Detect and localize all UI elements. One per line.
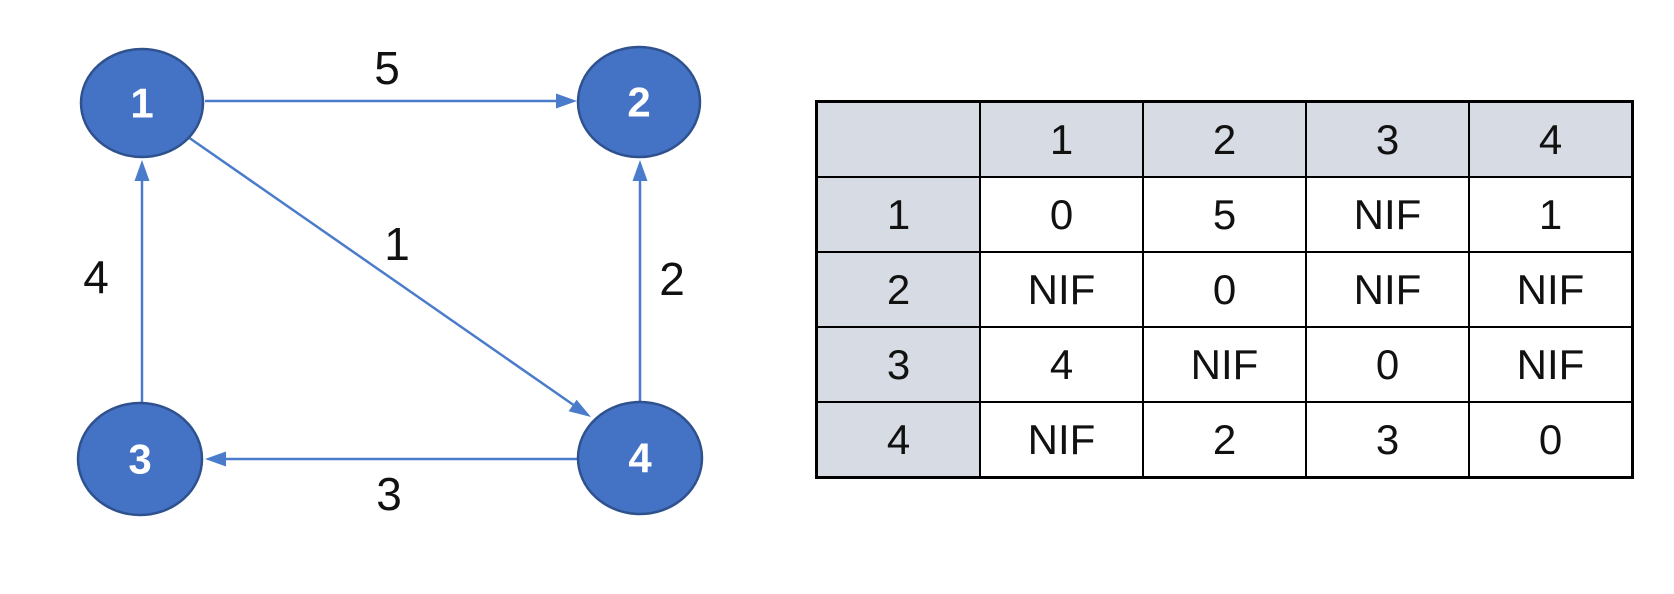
matrix-col-header-2: 2 [1142, 100, 1307, 178]
matrix-row-2: 2 NIF 0 NIF NIF [815, 251, 1634, 328]
edge-weight-1-2: 5 [374, 42, 400, 94]
matrix-row-header-3: 3 [815, 326, 981, 403]
arrowhead-icon [556, 93, 577, 109]
edge-1-to-4 [187, 135, 591, 417]
node-1-label: 1 [130, 80, 153, 127]
adjacency-matrix-table: 1 2 3 4 1 0 5 NIF 1 2 NIF 0 NIF NIF 3 4 … [815, 100, 1634, 479]
matrix-cell-1-2: 5 [1142, 176, 1307, 253]
edge-3-to-1 [134, 160, 150, 402]
matrix-cell-4-3: 3 [1305, 401, 1470, 479]
graph-node-4: 4 [576, 400, 704, 516]
matrix-cell-1-1: 0 [979, 176, 1144, 253]
arrowhead-icon [632, 160, 648, 181]
graph-node-2: 2 [576, 45, 702, 159]
matrix-col-header-3: 3 [1305, 100, 1470, 178]
matrix-header-row: 1 2 3 4 [815, 100, 1634, 178]
arrowhead-icon [568, 399, 591, 417]
matrix-row-4: 4 NIF 2 3 0 [815, 401, 1634, 479]
matrix-row-header-2: 2 [815, 251, 981, 328]
edge-4-to-3 [205, 451, 577, 467]
matrix-cell-3-4: NIF [1468, 326, 1634, 403]
matrix-corner-cell [815, 100, 981, 178]
matrix-col-header-4: 4 [1468, 100, 1634, 178]
matrix-cell-2-3: NIF [1305, 251, 1470, 328]
edge-4-to-2 [632, 160, 648, 401]
graph-node-1: 1 [79, 47, 205, 159]
matrix-cell-3-3: 0 [1305, 326, 1470, 403]
edge-weight-4-3: 3 [376, 468, 402, 520]
node-2-label: 2 [627, 79, 650, 126]
matrix-col-header-1: 1 [979, 100, 1144, 178]
weighted-digraph-diagram: 5 4 1 2 3 1 2 3 4 [76, 42, 704, 520]
matrix-cell-3-2: NIF [1142, 326, 1307, 403]
matrix-cell-4-1: NIF [979, 401, 1144, 479]
matrix-row-1: 1 0 5 NIF 1 [815, 176, 1634, 253]
edge-1-to-2 [205, 93, 577, 109]
matrix-cell-2-2: 0 [1142, 251, 1307, 328]
matrix-cell-1-4: 1 [1468, 176, 1634, 253]
matrix-row-3: 3 4 NIF 0 NIF [815, 326, 1634, 403]
arrowhead-icon [205, 451, 226, 467]
graph-node-3: 3 [76, 401, 204, 517]
matrix-cell-3-1: 4 [979, 326, 1144, 403]
matrix-cell-2-1: NIF [979, 251, 1144, 328]
edge-weight-4-2: 2 [659, 253, 685, 305]
node-3-label: 3 [128, 436, 151, 483]
edge-weight-1-4: 1 [384, 218, 410, 270]
matrix-cell-4-2: 2 [1142, 401, 1307, 479]
node-4-label: 4 [628, 435, 652, 482]
matrix-cell-2-4: NIF [1468, 251, 1634, 328]
matrix-cell-4-4: 0 [1468, 401, 1634, 479]
matrix-cell-1-3: NIF [1305, 176, 1470, 253]
edge-weight-3-1: 4 [83, 251, 109, 303]
matrix-row-header-4: 4 [815, 401, 981, 479]
matrix-row-header-1: 1 [815, 176, 981, 253]
arrowhead-icon [134, 160, 150, 181]
